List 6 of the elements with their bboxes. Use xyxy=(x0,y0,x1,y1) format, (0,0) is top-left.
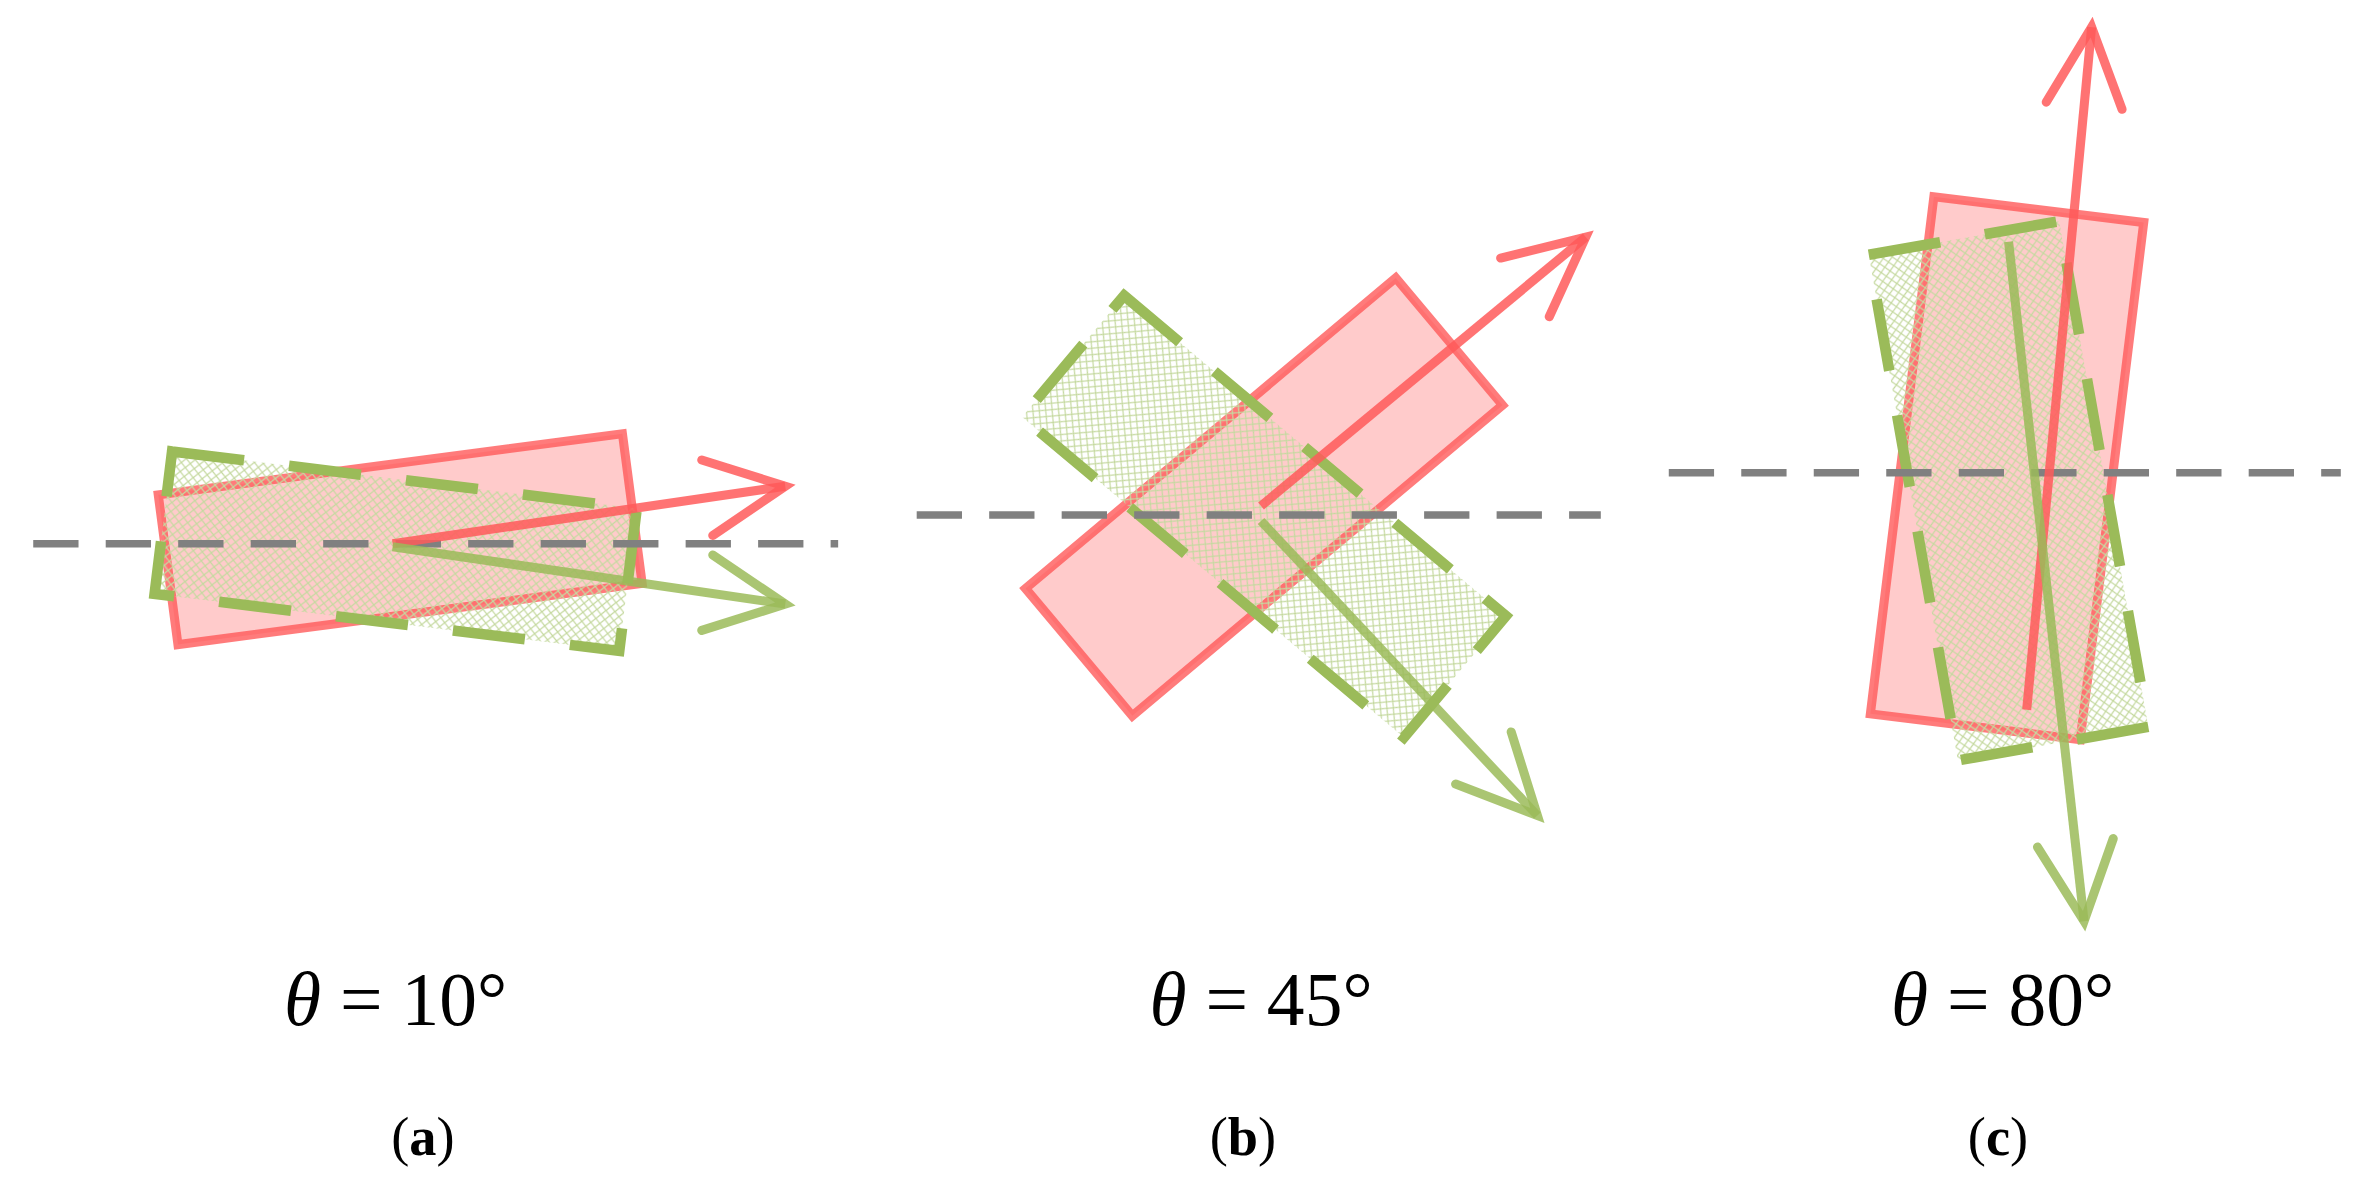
panel-label: (c) xyxy=(1967,1110,2029,1165)
angle-label: θ = 80° xyxy=(1890,962,2115,1038)
angle-label: θ = 10° xyxy=(284,962,508,1038)
panel-label: (b) xyxy=(1209,1110,1277,1165)
angle-label: θ = 45° xyxy=(1149,962,1373,1038)
panel-label: (a) xyxy=(391,1110,455,1165)
